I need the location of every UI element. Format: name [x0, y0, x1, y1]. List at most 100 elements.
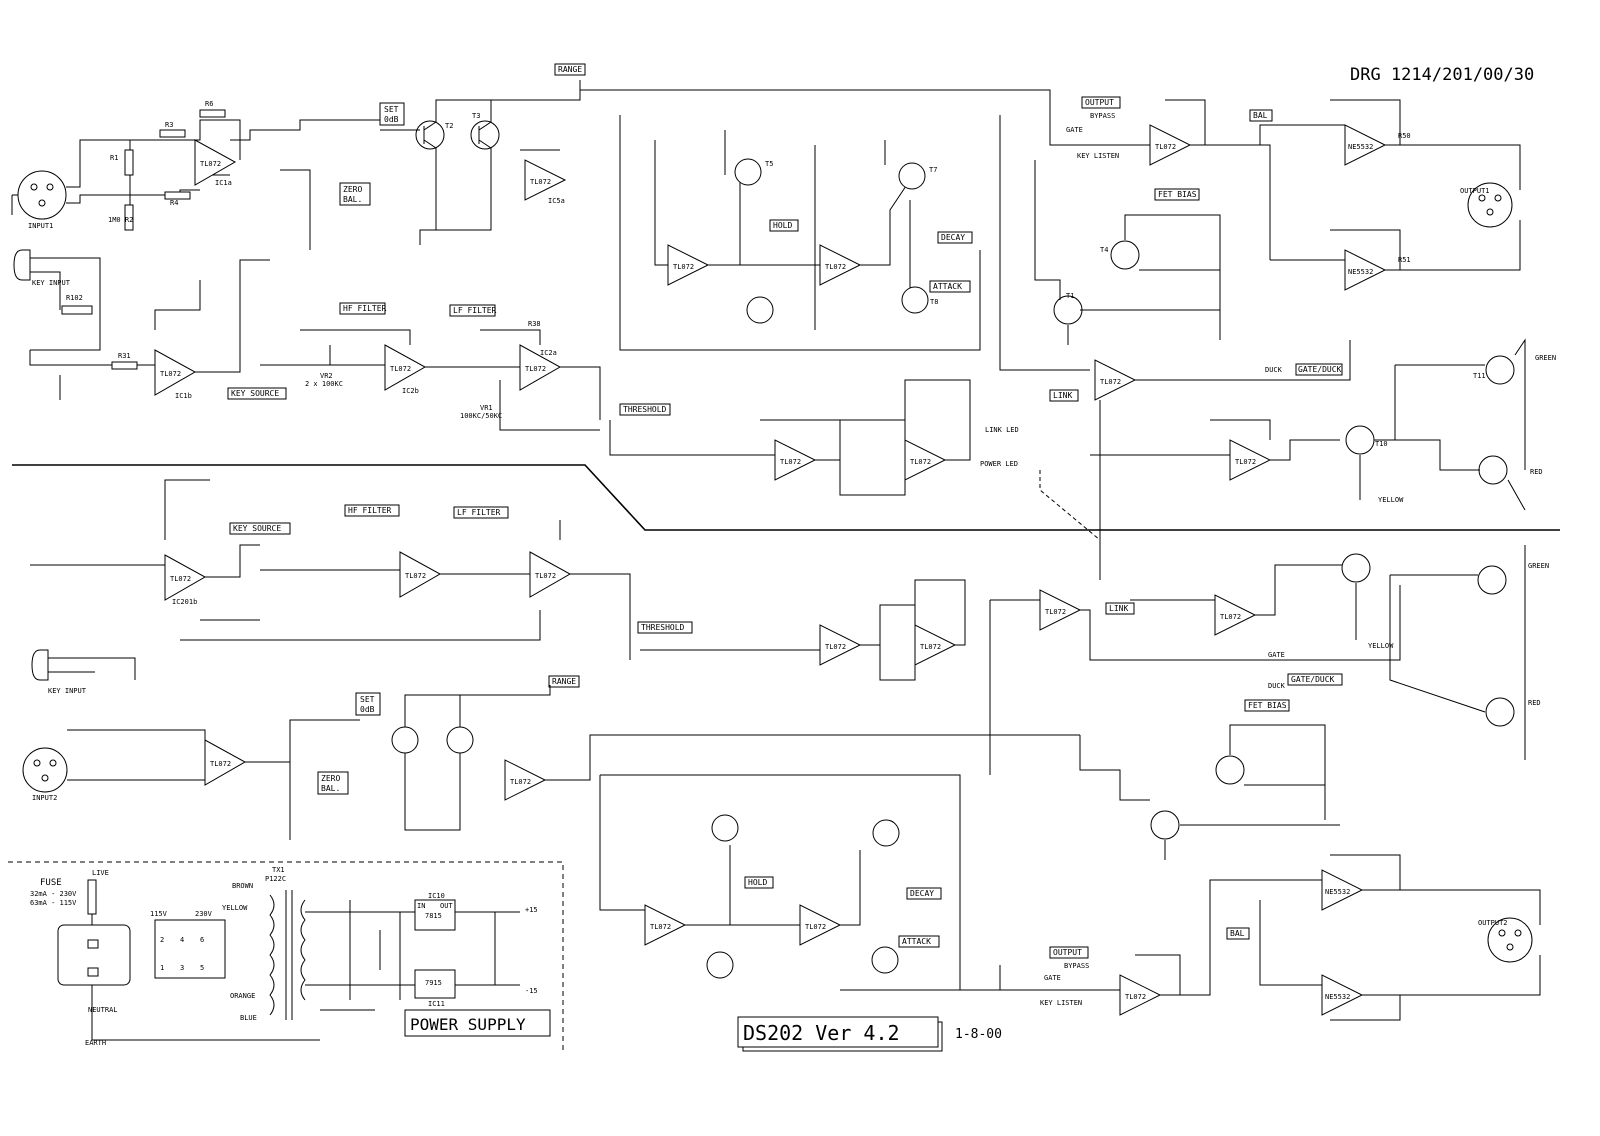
svg-text:TL072: TL072: [1220, 613, 1241, 621]
lf-filter-text-1: LF FILTER: [453, 306, 497, 315]
output-text-2: OUTPUT: [1053, 948, 1082, 957]
svg-text:TL072: TL072: [170, 575, 191, 583]
link-led-label: LINK LED: [985, 426, 1019, 434]
ic202b-opamp: TL072: [399, 551, 442, 598]
regulator-ic10: IC10 7815 IN OUT: [414, 892, 456, 931]
hf-filter-tag-1: HF FILTER: [339, 302, 387, 315]
t203-transistor: [446, 726, 474, 754]
tx1-part: P122C: [265, 875, 286, 883]
t10-transistor: T10: [1345, 425, 1388, 455]
ic1a-opamp: TL072 IC1a: [194, 139, 237, 187]
v230-label: 230V: [195, 910, 213, 918]
r102-label: R102: [66, 294, 83, 302]
key-listen-label-2: KEY LISTEN: [1040, 999, 1082, 1007]
key-source-text-1: KEY SOURCE: [231, 389, 279, 398]
fet-bias-text-2: FET BIAS: [1248, 701, 1287, 710]
ic201b-opamp: TL072 IC201b: [164, 554, 207, 606]
t7-transistor: T7: [898, 162, 937, 190]
ic4b-type: TL072: [1100, 378, 1121, 386]
key-source-tag-2: KEY SOURCE: [229, 522, 291, 535]
svg-text:5: 5: [200, 964, 204, 972]
t201-fet: [1150, 810, 1180, 840]
vr1-value: 100KC/50KC: [460, 412, 502, 420]
svg-text:T8: T8: [930, 298, 938, 306]
brown-label: BROWN: [232, 882, 253, 890]
r2-label: 1M0 R2: [108, 216, 133, 224]
t211-transistor: [1477, 565, 1507, 595]
hf-filter-text-2: HF FILTER: [348, 506, 392, 515]
ic204a-opamp: TL072: [1214, 594, 1257, 636]
link-text-2: LINK: [1109, 604, 1128, 613]
vr2-label: VR2: [320, 372, 333, 380]
svg-text:T5: T5: [765, 160, 773, 168]
svg-text:6: 6: [200, 936, 204, 944]
attack-text-1: ATTACK: [933, 282, 962, 291]
led-wiring-2: [1355, 545, 1526, 760]
bal-tag-2: BAL: [1226, 927, 1250, 940]
zero-text: ZERO: [343, 185, 362, 194]
live-label: LIVE: [92, 869, 109, 877]
lf-filter-tag-1: LF FILTER: [449, 304, 497, 317]
key-input-jack-2: KEY INPUT: [31, 649, 136, 695]
output1-label: OUTPUT1: [1460, 187, 1490, 195]
output-wiring-2: [1000, 879, 1280, 996]
fet-bias-text-1: FET BIAS: [1158, 190, 1197, 199]
svg-text:TL072: TL072: [405, 572, 426, 580]
input1-label: INPUT1: [28, 222, 53, 230]
channel-divider: [12, 464, 1560, 531]
r4-resistor: [164, 191, 191, 200]
psu-border: [8, 861, 564, 1050]
transformer-tx1: TX1 P122C BROWN YELLOW ORANGE BLUE: [222, 866, 306, 1022]
output-text-1: OUTPUT: [1085, 98, 1114, 107]
svg-text:T11: T11: [1473, 372, 1486, 380]
bal-tag-1: BAL: [1249, 109, 1273, 122]
svg-text:T4: T4: [1100, 246, 1108, 254]
threshold-tag-1: THRESHOLD: [619, 403, 671, 416]
iec-inlet: NEUTRAL EARTH: [57, 914, 320, 1047]
green-label-2: GREEN: [1528, 562, 1549, 570]
svg-text:NE5532: NE5532: [1325, 888, 1350, 896]
r6-label: R6: [205, 100, 213, 108]
ic6b-opamp: TL072: [819, 244, 862, 286]
vr1-label: VR1: [480, 404, 493, 412]
gate-label-2b: GATE: [1268, 651, 1285, 659]
duck-label-2: DUCK: [1268, 682, 1286, 690]
svg-text:OUT: OUT: [440, 902, 453, 910]
t206-transistor: [711, 814, 739, 842]
key-input-label-2: KEY INPUT: [48, 687, 87, 695]
svg-text:IC2b: IC2b: [402, 387, 419, 395]
svg-text:1: 1: [160, 964, 164, 972]
range-text-2: RANGE: [552, 677, 576, 686]
ic2a-opamp: TL072 IC2a: [519, 344, 562, 391]
output-tag-2: OUTPUT: [1049, 946, 1089, 959]
ic7a-opamp: NE5532: [1344, 124, 1387, 166]
ic3a-type: TL072: [780, 458, 801, 466]
r50-label: R50: [1398, 132, 1411, 140]
ic2b-type: TL072: [390, 365, 411, 373]
ic3b-type: TL072: [910, 458, 931, 466]
xlr-output2-connector: OUTPUT2: [1470, 889, 1541, 996]
t11-transistor: T11: [1473, 355, 1515, 385]
ic206a-opamp: TL072: [644, 904, 687, 946]
attack-text-2: ATTACK: [902, 937, 931, 946]
svg-text:T2: T2: [445, 122, 453, 130]
channel2-filter-wiring: [30, 479, 631, 660]
ic2a-type: TL072: [525, 365, 546, 373]
svg-text:4: 4: [180, 936, 184, 944]
output-tag-1: OUTPUT: [1081, 96, 1121, 109]
svg-text:TL072: TL072: [1045, 608, 1066, 616]
attack-tag-1: ATTACK: [929, 280, 971, 293]
svg-text:0dB: 0dB: [360, 705, 375, 714]
doc-date: 1-8-00: [955, 1027, 1002, 1042]
t204-transistor: [1215, 755, 1245, 785]
bypass-label-2: BYPASS: [1064, 962, 1089, 970]
svg-text:IC5a: IC5a: [548, 197, 565, 205]
power-supply-text: POWER SUPPLY: [410, 1015, 526, 1034]
t9-transistor: [1478, 455, 1508, 485]
lf-filter-tag-2: LF FILTER: [453, 506, 509, 519]
ic1a-type: TL072: [200, 160, 221, 168]
ic205a-opamp: TL072: [504, 759, 547, 801]
attack-tag-2: ATTACK: [898, 935, 940, 948]
ic3a-opamp: TL072: [774, 439, 817, 481]
